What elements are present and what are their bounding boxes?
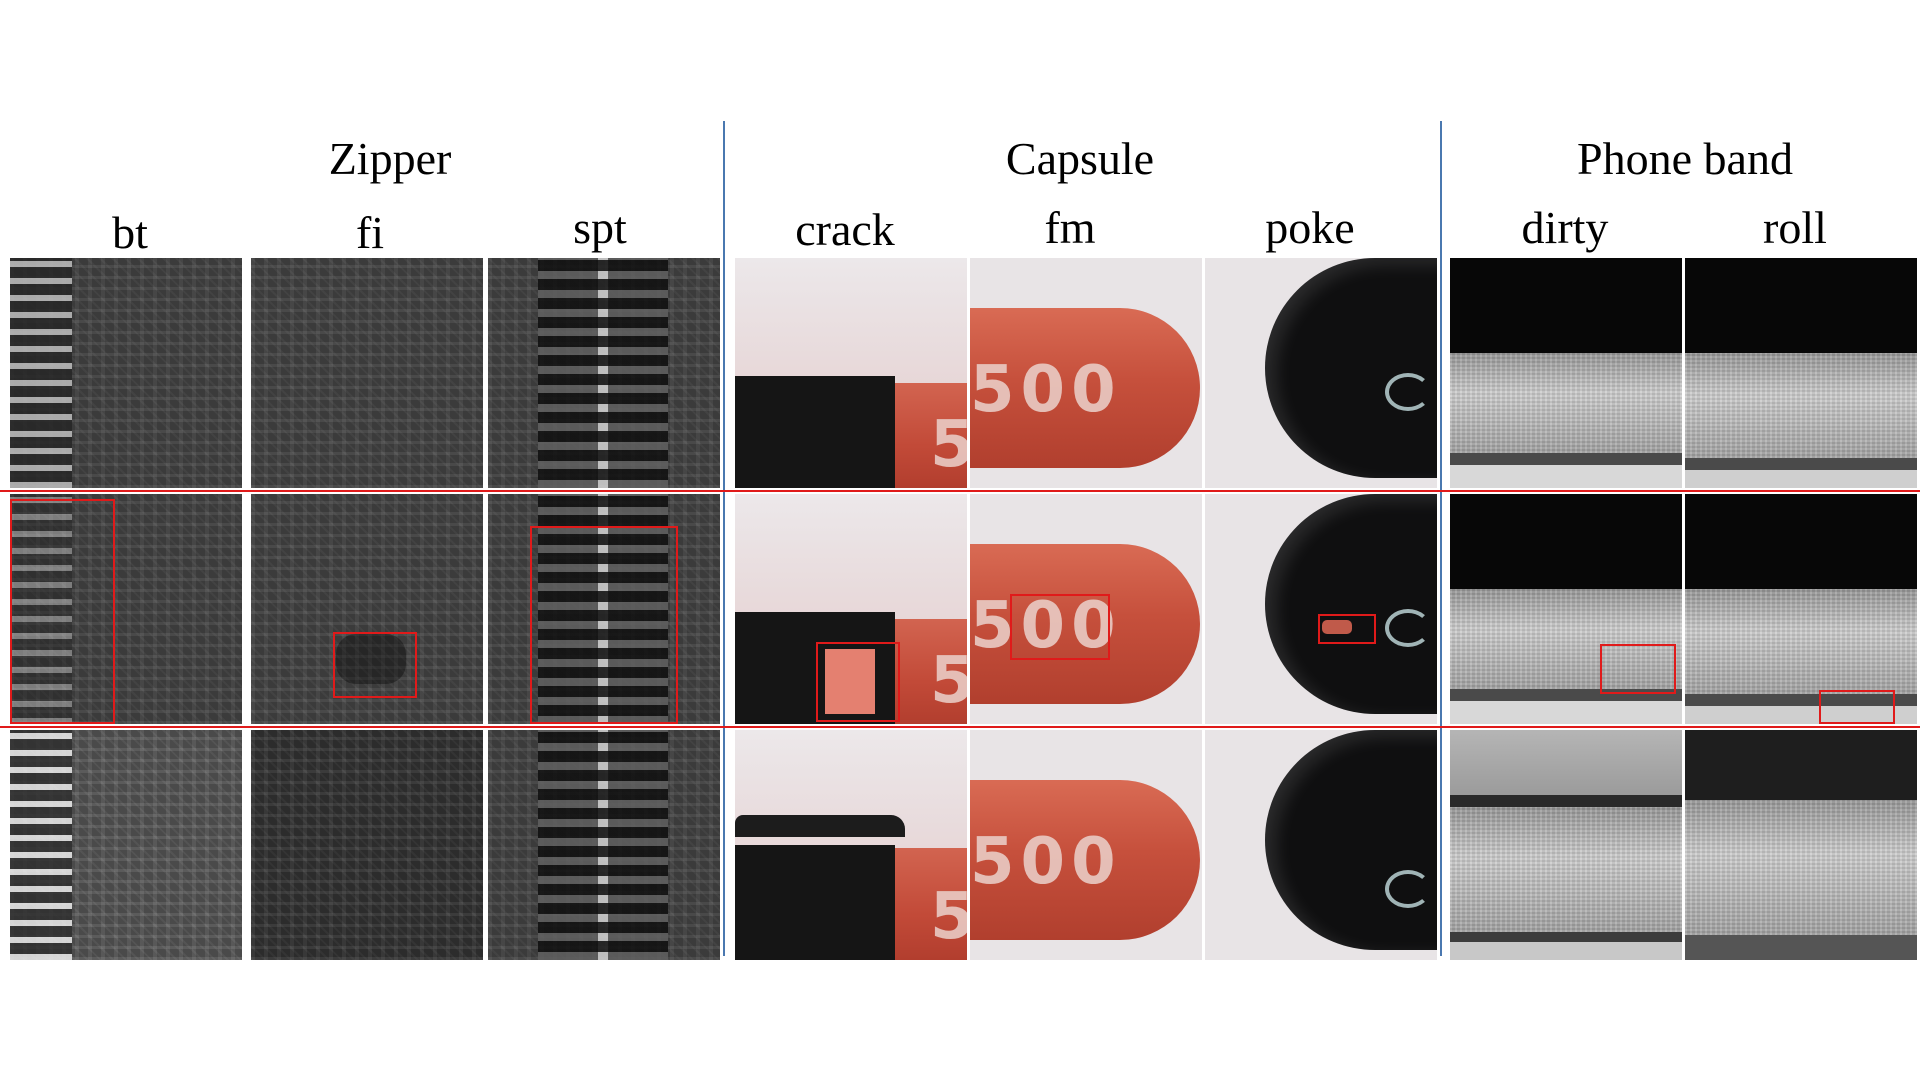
capsule-print: 5 — [930, 408, 967, 482]
tile-capsule-crack-reconstruction: 5 — [735, 730, 967, 960]
column-label-bt: bt — [112, 207, 148, 258]
separator-zipper-capsule — [723, 121, 725, 956]
capsule-print: 500 — [970, 825, 1122, 899]
tile-zipper-bt-normal — [10, 258, 242, 488]
column-label-crack: crack — [795, 204, 895, 255]
tile-phoneband-roll-normal — [1685, 258, 1917, 488]
group-title-zipper: Zipper — [328, 133, 452, 184]
column-label-spt: spt — [573, 202, 627, 253]
capsule-print: 500 — [970, 353, 1122, 427]
tile-zipper-fi-reconstruction — [251, 730, 483, 960]
tile-phoneband-dirty-reconstruction — [1450, 730, 1682, 960]
capsule-logo-icon — [1385, 609, 1431, 647]
tile-zipper-fi-defect — [251, 494, 483, 724]
defect-bounding-box — [1600, 644, 1676, 694]
defect-bounding-box — [1318, 614, 1376, 644]
column-label-fi: fi — [355, 207, 385, 258]
tile-capsule-crack-defect: 5 — [735, 494, 967, 724]
column-label-poke: poke — [1265, 202, 1355, 253]
column-label-fm: fm — [1044, 202, 1096, 253]
capsule-print: 5 — [930, 644, 967, 718]
capsule-print: 5 — [930, 880, 967, 954]
capsule-logo-icon — [1385, 373, 1431, 411]
row-separator-1 — [0, 490, 1920, 492]
tile-zipper-bt-defect — [10, 494, 242, 724]
defect-bounding-box — [1010, 594, 1110, 660]
defect-bounding-box — [10, 499, 115, 724]
column-label-dirty: dirty — [1521, 202, 1609, 253]
tile-capsule-fm-normal: 500 — [970, 258, 1202, 488]
tile-capsule-poke-reconstruction — [1205, 730, 1437, 960]
defect-bounding-box — [333, 632, 417, 698]
tile-capsule-poke-defect — [1205, 494, 1437, 724]
tile-capsule-fm-reconstruction: 500 — [970, 730, 1202, 960]
row-separator-2 — [0, 726, 1920, 728]
tile-zipper-bt-reconstruction — [10, 730, 242, 960]
tile-zipper-fi-normal — [251, 258, 483, 488]
tile-phoneband-roll-reconstruction — [1685, 730, 1917, 960]
tile-phoneband-dirty-defect — [1450, 494, 1682, 724]
defect-bounding-box — [530, 526, 678, 724]
separator-capsule-phoneband — [1440, 121, 1442, 956]
group-title-phone-band: Phone band — [1577, 133, 1793, 184]
defect-bounding-box — [1819, 690, 1895, 724]
tile-zipper-spt-reconstruction — [488, 730, 720, 960]
tile-zipper-spt-defect — [488, 494, 720, 724]
tile-zipper-spt-normal — [488, 258, 720, 488]
tile-capsule-crack-normal: 5 — [735, 258, 967, 488]
tile-capsule-poke-normal — [1205, 258, 1437, 488]
capsule-print: 500 — [970, 589, 1122, 663]
tile-capsule-fm-defect: 500 — [970, 494, 1202, 724]
tile-phoneband-roll-defect — [1685, 494, 1917, 724]
tile-phoneband-dirty-normal — [1450, 258, 1682, 488]
group-title-capsule: Capsule — [1005, 133, 1155, 184]
capsule-logo-icon — [1385, 870, 1431, 908]
column-label-roll: roll — [1763, 202, 1827, 253]
defect-bounding-box — [816, 642, 900, 722]
